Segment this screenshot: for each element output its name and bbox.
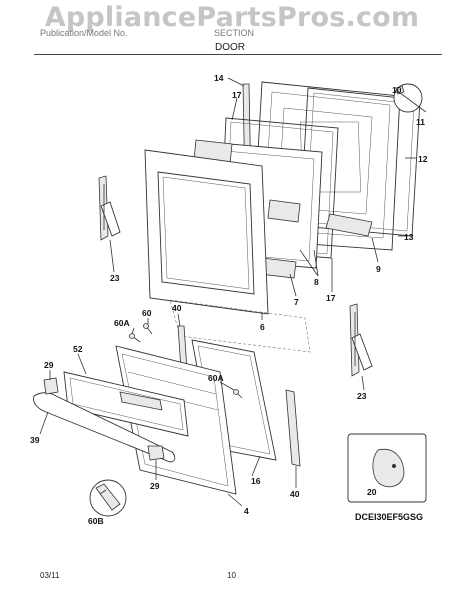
callout-8: 8: [314, 277, 319, 287]
callout-17-upper: 17: [232, 90, 242, 100]
callout-23-upper: 23: [110, 273, 120, 283]
callout-17-lower: 17: [326, 293, 336, 303]
part-6-door-frame: [144, 149, 269, 315]
callout-7: 7: [294, 297, 299, 307]
part-9-glass-bracket: [325, 213, 373, 237]
callout-60a-lower: 60A: [208, 373, 224, 383]
part-7-glass-support: [193, 139, 301, 279]
callout-60: 60: [142, 308, 152, 318]
callout-52: 52: [73, 344, 83, 354]
callout-29-lower: 29: [150, 481, 160, 491]
part-40-trim-right: [285, 389, 301, 467]
callout-4: 4: [244, 506, 249, 516]
callout-40-upper: 40: [172, 303, 182, 313]
callout-23-lower: 23: [357, 391, 367, 401]
callout-14: 14: [214, 73, 224, 83]
section-title: DOOR: [215, 42, 245, 53]
part-23-hinge-right: [349, 303, 373, 377]
part-39-handle: [33, 392, 176, 463]
callout-29-upper: 29: [44, 360, 54, 370]
callout-12: 12: [418, 154, 428, 164]
callout-60b: 60B: [88, 516, 104, 526]
part-23-hinge-left: [98, 175, 121, 241]
part-60a-screw-lower: [233, 389, 243, 399]
part-60-screw: [143, 323, 153, 335]
part-20-detail-box: [347, 433, 427, 503]
callout-13: 13: [404, 232, 414, 242]
callout-9: 9: [376, 264, 381, 274]
publication-label: Publication/Model No.: [40, 28, 128, 38]
callout-11: 11: [416, 117, 425, 127]
callout-20: 20: [367, 487, 377, 497]
callout-labels: 14 17 10 11 12 13 9 8 17 7 6 23 60A 60 4…: [30, 73, 428, 526]
leader-lines: [39, 77, 416, 507]
part-52-vent-trim: [63, 371, 189, 437]
part-10-screw: [393, 83, 427, 113]
callout-6: 6: [260, 322, 265, 332]
callout-60a-upper: 60A: [114, 318, 130, 328]
footer-date: 03/11: [40, 571, 60, 580]
door-volume-outline: [169, 299, 311, 353]
part-29-handle-cap-right: [147, 445, 165, 461]
footer-page-number: 10: [227, 571, 236, 580]
callout-16: 16: [251, 476, 261, 486]
section-code: SECTION: [214, 28, 255, 38]
part-60b-screw-detail: [89, 479, 127, 517]
part-29-handle-cap-left: [43, 377, 59, 395]
part-60a-screw-upper: [129, 333, 141, 343]
callout-39: 39: [30, 435, 40, 445]
header-rule: [34, 54, 442, 55]
callout-40-lower: 40: [290, 489, 300, 499]
model-code: DCEI30EF5GSG: [355, 512, 424, 522]
callout-10: 10: [392, 85, 402, 95]
